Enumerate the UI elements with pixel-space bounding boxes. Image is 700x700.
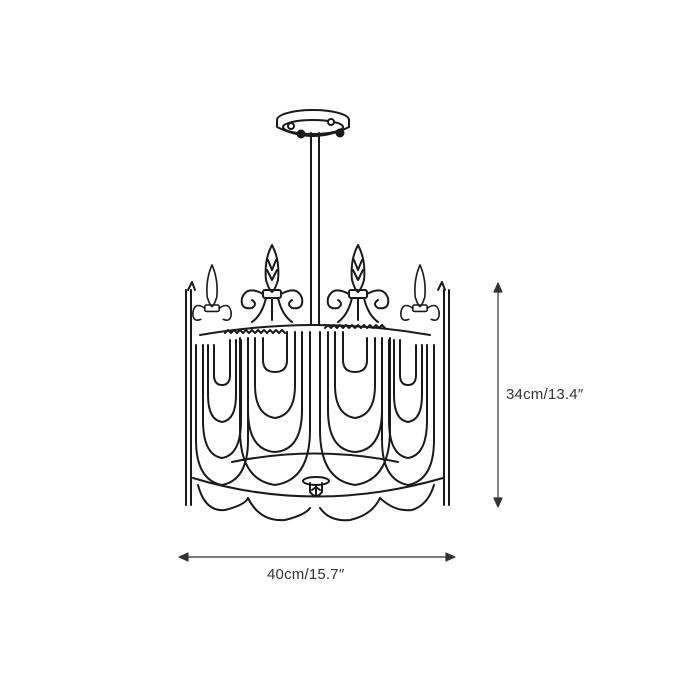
- height-dimension-label: 34cm/13.4″: [506, 386, 584, 403]
- down-rod: [310, 132, 320, 326]
- height-dimension-line: [493, 282, 503, 508]
- bottom-finial: [302, 476, 330, 497]
- ceiling-canopy: [276, 109, 350, 139]
- width-dimension-line: [178, 552, 456, 562]
- width-dimension-label: 40cm/15.7″: [267, 566, 345, 583]
- draped-fabric-shade: [185, 289, 450, 522]
- fleur-de-lis-crown: [187, 244, 446, 336]
